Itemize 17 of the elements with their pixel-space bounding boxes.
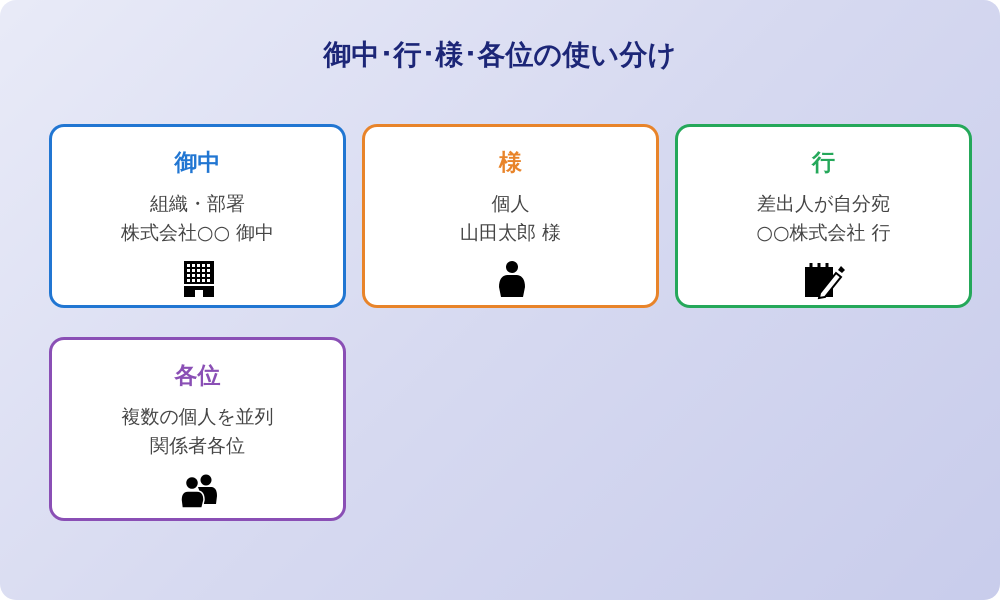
usage-description: 差出人が自分宛 <box>756 192 891 217</box>
usage-example: ○○株式会社 行 <box>755 221 892 246</box>
category-card <box>362 124 659 308</box>
card-heading: 御中 <box>173 149 222 178</box>
usage-example: 関係者各位 <box>149 434 246 459</box>
card-heading: 様 <box>498 149 523 178</box>
card-heading: 各位 <box>173 362 222 391</box>
diagram-title: 御中･行･様･各位の使い分け <box>322 37 678 73</box>
category-card <box>49 124 346 308</box>
usage-example: 株式会社○○ 御中 <box>120 221 276 246</box>
card-heading: 行 <box>810 149 836 178</box>
category-card <box>49 337 346 521</box>
usage-example: 山田太郎 様 <box>458 221 562 246</box>
usage-description: 個人 <box>490 192 530 217</box>
category-card <box>675 124 972 308</box>
usage-description: 組織・部署 <box>149 192 246 217</box>
usage-description: 複数の個人を並列 <box>120 405 274 430</box>
